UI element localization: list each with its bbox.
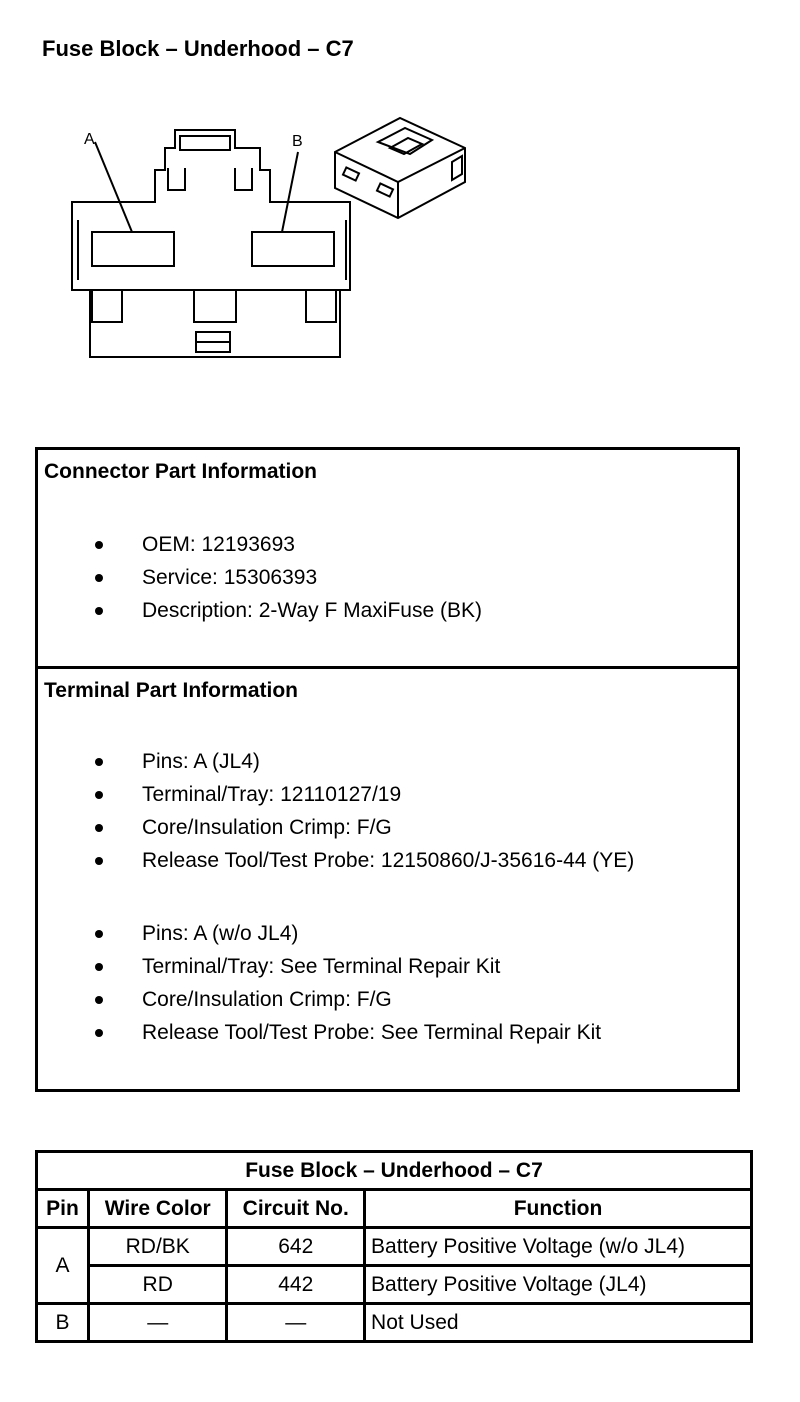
pin-b-label: B [292,133,303,150]
connector-diagram: A B [71,116,466,358]
list-item: Terminal/Tray: 12110127/19 [38,778,634,811]
list-item: Release Tool/Test Probe: See Terminal Re… [38,1016,601,1049]
pin-cell: A [35,1226,90,1305]
connector-info-list: OEM: 12193693 Service: 15306393 Descript… [38,528,482,627]
terminal-info-box: Terminal Part Information Pins: A (JL4) … [35,666,740,1092]
terminal-info-heading: Terminal Part Information [44,679,298,702]
header-function: Function [363,1188,753,1229]
wire-color-cell: RD [86,1264,229,1305]
pin-table: Fuse Block – Underhood – C7 Pin Wire Col… [35,1150,753,1343]
pin-a-label: A [84,131,95,148]
terminal-group-wo-jl4: Pins: A (w/o JL4) Terminal/Tray: See Ter… [38,917,601,1049]
list-item: Description: 2-Way F MaxiFuse (BK) [38,594,482,627]
header-circuit-no: Circuit No. [225,1188,367,1229]
table-row: RD 442 Battery Positive Voltage (JL4) [37,1264,753,1305]
pin-table-header-row: Pin Wire Color Circuit No. Function [35,1188,753,1229]
pin-table-title: Fuse Block – Underhood – C7 [35,1150,753,1191]
header-pin: Pin [35,1188,90,1229]
circuit-cell: 642 [225,1226,367,1267]
list-item: OEM: 12193693 [38,528,482,561]
connector-info-box: Connector Part Information OEM: 12193693… [35,447,740,669]
table-row: B — — Not Used [35,1302,753,1343]
list-item: Service: 15306393 [38,561,482,594]
list-item: Release Tool/Test Probe: 12150860/J-3561… [38,844,634,877]
wire-color-cell: RD/BK [86,1226,229,1267]
list-item: Pins: A (w/o JL4) [38,917,601,950]
function-cell: Not Used [363,1302,753,1343]
list-item: Core/Insulation Crimp: F/G [38,811,634,844]
wire-color-cell: — [86,1302,229,1343]
list-item: Core/Insulation Crimp: F/G [38,983,601,1016]
page-title: Fuse Block – Underhood – C7 [42,36,354,61]
terminal-group-jl4: Pins: A (JL4) Terminal/Tray: 12110127/19… [38,745,634,877]
header-wire-color: Wire Color [86,1188,229,1229]
table-row: A RD/BK 642 Battery Positive Voltage (w/… [35,1226,753,1305]
list-item: Terminal/Tray: See Terminal Repair Kit [38,950,601,983]
circuit-cell: — [225,1302,367,1343]
connector-info-heading: Connector Part Information [44,460,318,483]
list-item: Pins: A (JL4) [38,745,634,778]
circuit-cell: 442 [225,1264,367,1305]
function-cell: Battery Positive Voltage (w/o JL4) [363,1226,753,1267]
function-cell: Battery Positive Voltage (JL4) [363,1264,753,1305]
pin-cell: B [35,1302,90,1343]
